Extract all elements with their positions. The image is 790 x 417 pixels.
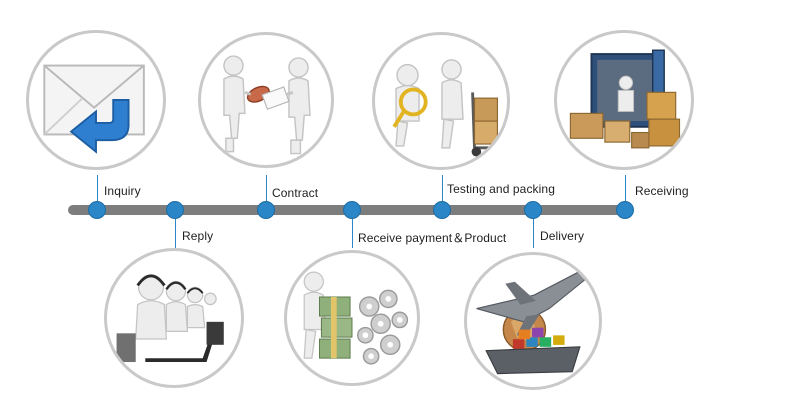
node-payment — [343, 201, 361, 219]
node-receiving — [616, 201, 634, 219]
label-reply: Reply — [182, 229, 213, 243]
container-boxes-icon — [554, 30, 694, 170]
label-contract: Contract — [272, 186, 318, 200]
node-delivery — [524, 201, 542, 219]
label-delivery: Delivery — [540, 229, 584, 243]
inspection-handtruck-icon — [372, 32, 510, 170]
node-testing — [433, 201, 451, 219]
stem-payment — [352, 218, 353, 248]
signing-contract-icon — [198, 32, 334, 168]
label-receiving: Receiving — [635, 184, 689, 198]
label-payment: Receive payment＆Product — [358, 229, 506, 246]
node-inquiry — [88, 201, 106, 219]
call-center-icon — [104, 248, 244, 388]
node-reply — [166, 201, 184, 219]
label-testing: Testing and packing — [447, 182, 555, 196]
stem-delivery — [533, 218, 534, 248]
label-inquiry: Inquiry — [104, 184, 141, 198]
stem-reply — [175, 218, 176, 248]
money-gears-icon — [284, 250, 420, 386]
envelope-arrow-icon — [26, 30, 166, 170]
node-contract — [257, 201, 275, 219]
plane-ship-globe-icon — [464, 252, 602, 390]
